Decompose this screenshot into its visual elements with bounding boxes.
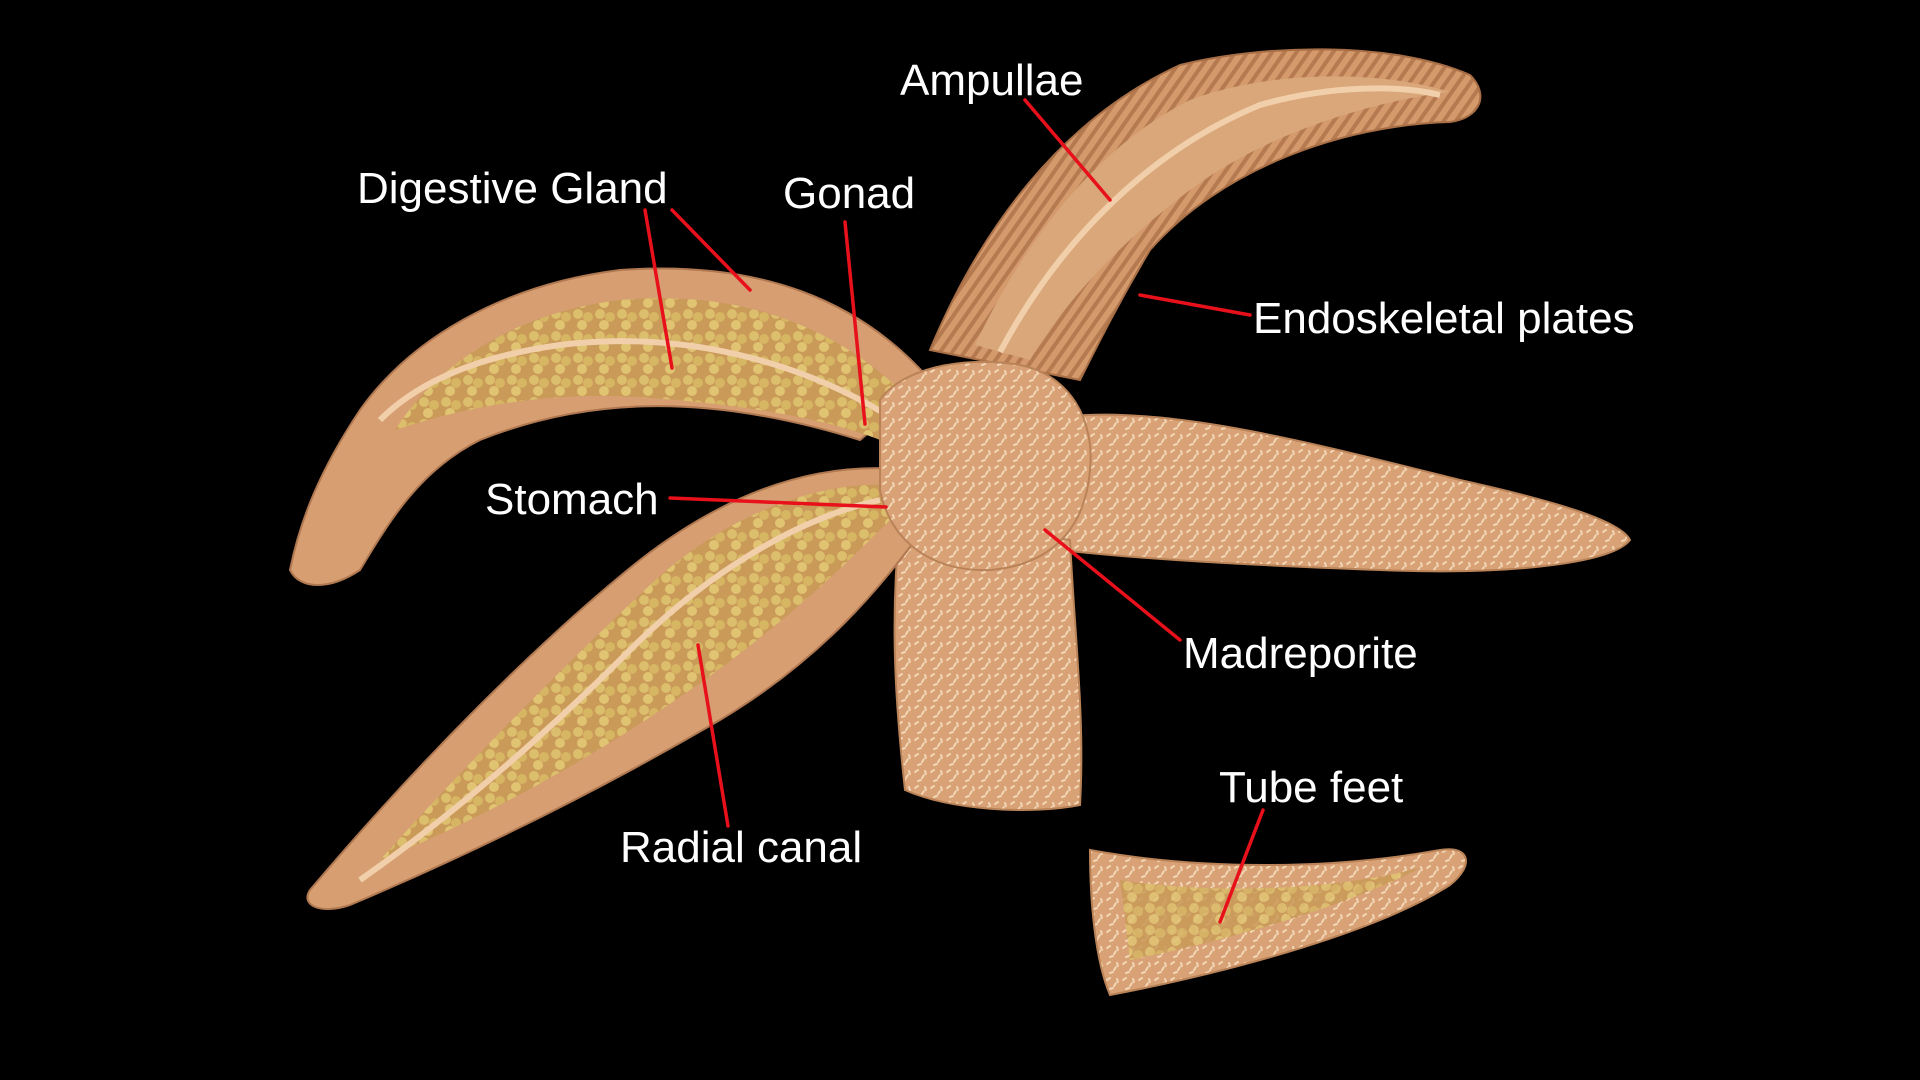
tube-feet-rows	[1120, 868, 1420, 960]
leader-madreporite	[1043, 528, 1182, 642]
label-endoskeletal-plates: Endoskeletal plates	[1253, 294, 1635, 343]
label-tube-feet: Tube feet	[1219, 763, 1403, 812]
arm-bottom	[893, 518, 1083, 811]
labels: Ampullae Digestive Gland Gonad Endoskele…	[357, 56, 1635, 872]
leader-stomach	[668, 496, 888, 509]
leader-lines	[643, 98, 1265, 924]
leader-radial-canal	[696, 643, 730, 828]
arm-right	[1038, 413, 1632, 573]
label-madreporite: Madreporite	[1183, 629, 1418, 678]
label-stomach: Stomach	[485, 475, 659, 524]
leader-digestive-gland-b	[670, 208, 752, 292]
starfish-specimen	[288, 48, 1632, 997]
label-ampullae: Ampullae	[900, 56, 1083, 105]
digestive-gland-upper	[395, 298, 905, 440]
leader-tube-feet	[1218, 808, 1265, 924]
leader-ampullae	[1023, 98, 1112, 202]
label-digestive-gland: Digestive Gland	[357, 164, 668, 213]
central-disc	[879, 360, 1092, 572]
ambulacral-groove-upper	[975, 76, 1450, 360]
label-gonad: Gonad	[783, 169, 915, 218]
leader-digestive-gland-a	[643, 208, 674, 370]
leader-endoskeletal-plates	[1138, 293, 1252, 317]
leader-gonad	[843, 220, 867, 426]
label-radial-canal: Radial canal	[620, 823, 862, 872]
